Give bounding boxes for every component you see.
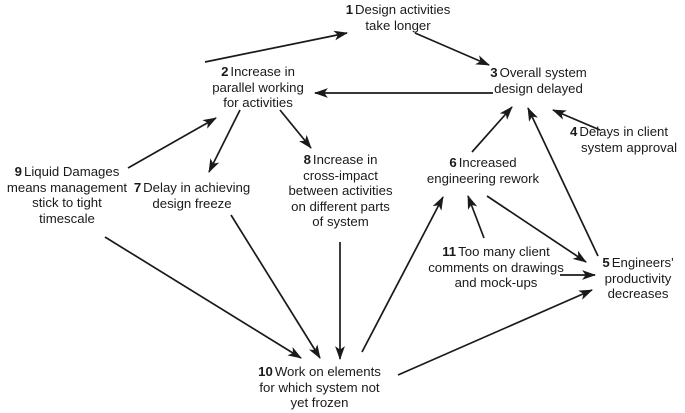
node-8-line-1: Increase in bbox=[312, 152, 378, 167]
node-11-line-3: and mock-ups bbox=[454, 275, 538, 291]
node-10-line-3: yet frozen bbox=[290, 395, 349, 411]
edge-2-to-1 bbox=[204, 30, 348, 63]
node-9-number: 9 bbox=[14, 164, 23, 179]
node-10-number: 10 bbox=[258, 364, 273, 379]
edge-1-to-3 bbox=[414, 32, 490, 66]
edge-6-to-5 bbox=[486, 195, 587, 263]
edge-2-to-7 bbox=[208, 109, 241, 173]
node-11-line-1: Too many client bbox=[458, 244, 550, 259]
node-5-number: 5 bbox=[602, 255, 610, 270]
node-1-line-1: Design activities bbox=[355, 2, 451, 17]
node-9-line-3: stick to tight bbox=[32, 195, 102, 211]
node-10-line-1: Work on elements bbox=[274, 364, 381, 379]
node-8-line-2: cross-impact bbox=[303, 167, 378, 183]
node-3-number: 3 bbox=[490, 65, 498, 80]
node-9-line-1: Liquid Damages bbox=[24, 164, 120, 179]
node-7-number: 7 bbox=[133, 180, 142, 195]
edge-9-to-10 bbox=[104, 236, 302, 359]
node-5-line-1: Engineers' bbox=[611, 255, 674, 270]
node-3-line-1: Overall system bbox=[499, 65, 587, 80]
edge-11-to-6 bbox=[467, 195, 485, 239]
node-8-line-5: of system bbox=[312, 214, 369, 230]
node-4-number: 4 bbox=[570, 124, 578, 139]
node-10-line-2: for which system not bbox=[259, 379, 380, 395]
node-9-line-4: timescale bbox=[39, 210, 95, 226]
node-11-line-2: comments on drawings bbox=[428, 259, 564, 275]
node-9-line-2: means management bbox=[6, 179, 128, 195]
node-8-line-3: between activities bbox=[288, 183, 393, 199]
node-7-line-2: design freeze bbox=[152, 195, 232, 211]
edge-5-to-3 bbox=[527, 107, 599, 257]
node-2-line-1: Increase in bbox=[230, 64, 295, 79]
node-8-line-4: on different parts bbox=[291, 198, 390, 214]
node-6-line-2: engineering rework bbox=[426, 170, 540, 186]
edge-10-to-5 bbox=[397, 289, 593, 376]
node-1-line-2: take longer bbox=[365, 17, 431, 33]
edge-7-to-10 bbox=[230, 214, 321, 359]
edge-2-to-8 bbox=[279, 109, 312, 149]
node-5-line-3: decreases bbox=[607, 286, 669, 302]
edge-4-to-3 bbox=[552, 109, 601, 131]
node-5-line-2: productivity bbox=[604, 270, 672, 286]
edge-6-to-3 bbox=[471, 106, 513, 153]
node-8-number: 8 bbox=[303, 152, 311, 167]
node-2-number: 2 bbox=[221, 64, 229, 79]
node-7-line-1: Delay in achieving bbox=[143, 180, 251, 195]
node-2-line-3: for activities bbox=[223, 95, 293, 111]
node-1-number: 1 bbox=[345, 2, 354, 17]
edge-9-to-2 bbox=[127, 117, 217, 169]
node-2-line-2: parallel working bbox=[212, 79, 304, 95]
node-3-line-2: design delayed bbox=[494, 80, 583, 96]
node-4-line-2: system approval bbox=[581, 139, 678, 155]
node-6-number: 6 bbox=[449, 155, 457, 170]
edge-10-to-6 bbox=[361, 196, 444, 353]
node-6-line-1: Increased bbox=[458, 155, 517, 170]
node-4-line-1: Delays in client bbox=[579, 124, 669, 139]
node-11-number: 11 bbox=[442, 244, 457, 259]
